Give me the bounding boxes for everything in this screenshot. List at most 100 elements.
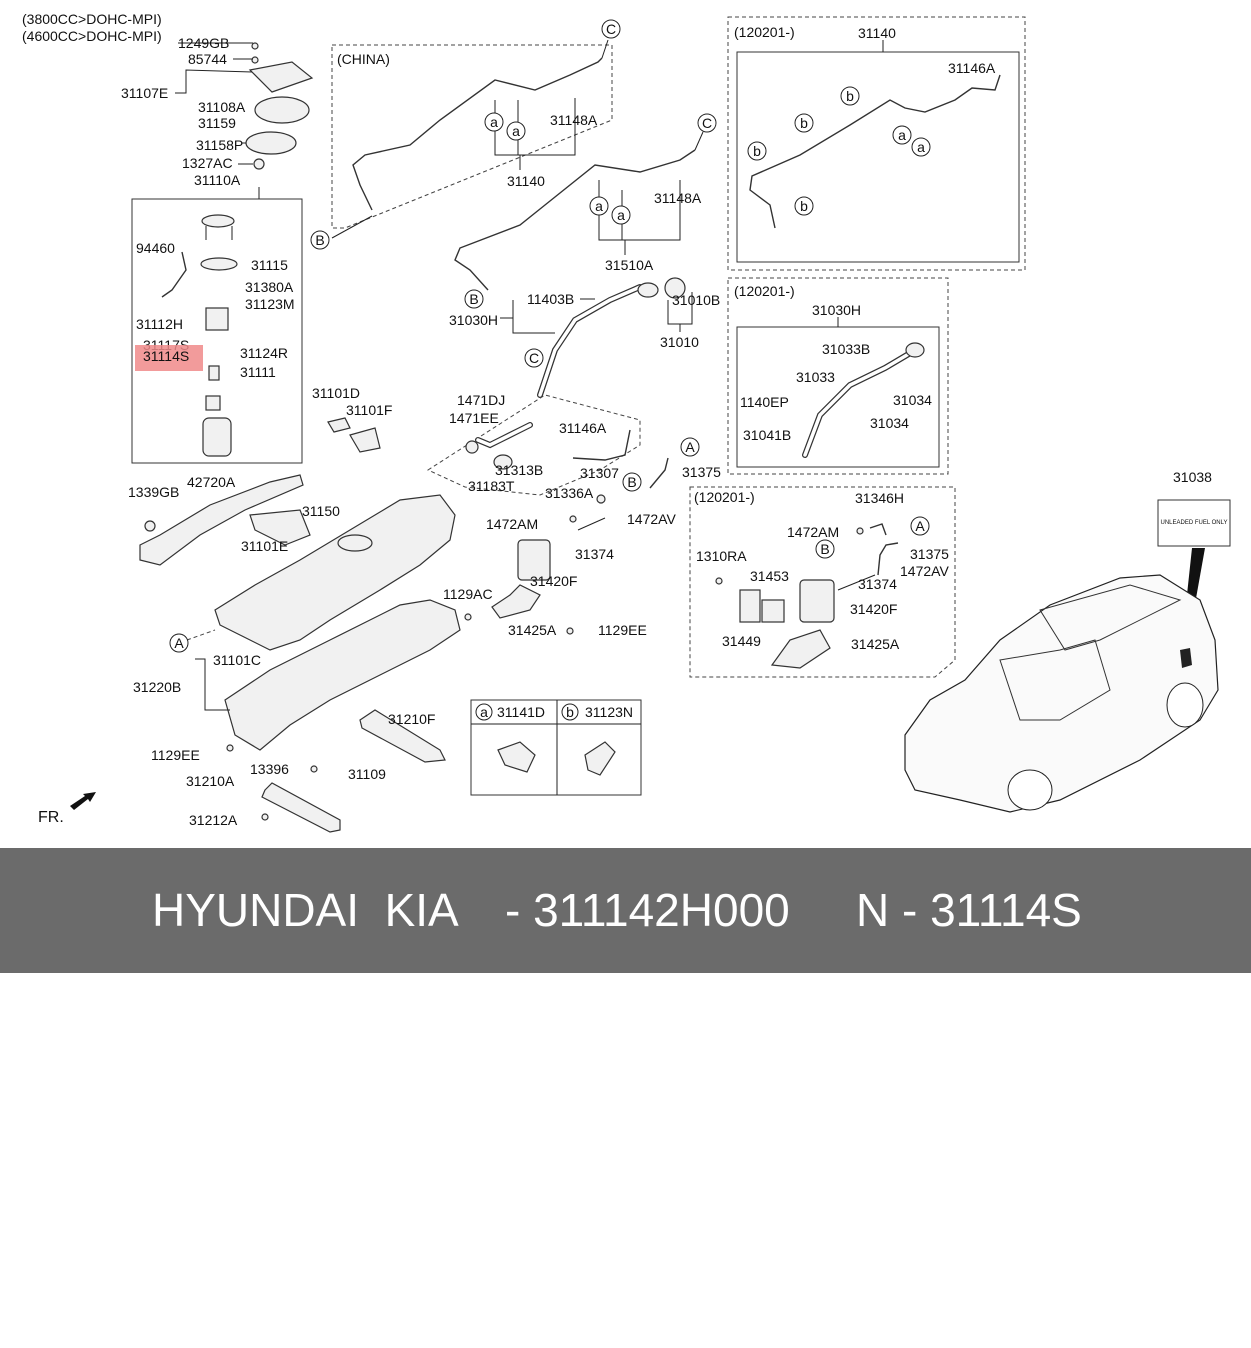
part-31425a-120201: 31425A [851,636,900,652]
svg-text:C: C [529,350,539,366]
footer-brand: HYUNDAI KIA [152,884,459,936]
marker-a-china-1 [484,112,504,132]
china-frame [331,44,613,229]
part-31307: 31307 [580,465,619,481]
frame-120201-canister-outer [689,486,956,678]
canister-bracket [491,584,541,619]
marker-A-120201 [910,516,930,536]
fuel-cap [664,277,686,299]
part-31115: 31115 [251,257,288,273]
legend-b-marker: b [566,704,574,720]
part-31146a: 31146A [948,60,996,76]
svg-text:b: b [753,143,761,159]
part-31140-china: 31140 [507,173,545,189]
part-1129ac: 1129AC [443,586,493,602]
marker-C-filler [524,348,544,368]
part-31510a: 31510A [605,257,654,273]
part-31110a: 31110A [194,172,241,188]
part-31158p: 31158P [196,137,243,153]
vapor-canister-group [426,394,669,635]
part-1472am: 1472AM [486,516,538,532]
part-31150: 31150 [302,503,340,519]
hose-clamp [465,440,479,454]
suv-roof [1039,584,1182,651]
vapor-hose-31510a [454,149,696,291]
clip-1472am-120201 [856,527,864,535]
svg-text:A: A [915,518,925,534]
washer [251,56,259,64]
part-31108a: 31108A [198,99,246,115]
svg-text:a: a [917,139,925,155]
part-31210f: 31210F [388,711,435,727]
marker-b-3 [747,141,767,161]
part-31374: 31374 [575,546,614,562]
svg-text:a: a [595,198,603,214]
vapor-hose-31375-120201 [877,542,899,576]
fuel-label-text: UNLEADED FUEL ONLY [1160,520,1227,526]
part-31114s: 31114S [143,348,189,364]
bolt-31212a [261,813,269,821]
marker-a-31510a-2 [611,205,631,225]
filler-neck-group [500,277,693,398]
part-31033b: 31033B [822,341,870,357]
nut [253,158,265,170]
pump-canister [202,417,232,457]
marker-C-china [601,19,621,39]
bolt-1310ra [715,577,723,585]
bolt-1129ac [464,613,472,621]
vapor-hose-china [352,57,603,211]
part-31112h: 31112H [136,316,183,332]
marker-a-china-2 [506,121,526,141]
part-31210a: 31210A [186,773,235,789]
frame-label-120201-1: (120201-) [734,24,795,40]
marker-B-120201 [815,539,835,559]
nut-13396 [310,765,318,773]
part-31030h-120201: 31030H [812,302,861,318]
pump-flange [201,214,235,228]
part-1310ra: 1310RA [696,548,747,564]
clip-31123n [584,741,616,776]
fuel-tank-31150 [214,494,456,651]
part-31183t: 31183T [468,478,515,494]
part-31420f-120201: 31420F [850,601,897,617]
part-31220b: 31220B [133,679,181,695]
frame-120201-inner [736,51,1020,263]
pump-spacer [205,395,221,411]
part-31101d: 31101D [312,385,360,401]
svg-text:b: b [800,115,808,131]
part-1472av: 1472AV [627,511,676,527]
part-1140ep: 1140EP [740,394,789,410]
part-31124r: 31124R [240,345,288,361]
part-31010: 31010 [660,334,699,350]
vehicle-illustration [904,574,1219,813]
strap-31210f [359,709,446,763]
svg-text:B: B [820,541,829,557]
skid-plate-31220b [224,599,461,751]
pad-31101d [327,417,351,433]
clip-31141d [497,741,536,773]
svg-text:B: B [315,232,324,248]
svg-text:C: C [702,115,712,131]
part-1129ee-tank: 1129EE [151,747,200,763]
marker-b-1 [840,86,860,106]
part-31041b: 31041B [743,427,791,443]
frame-label-china: (CHINA) [337,51,390,67]
frame-120201-filler [727,277,949,475]
hose-clip [569,515,577,523]
pump-cover-plate [248,61,314,93]
part-31375: 31375 [682,464,721,480]
bolt-1129ee [566,627,574,635]
part-11403b: 11403B [527,291,574,307]
part-1249gb: 1249GB [178,35,229,51]
legend-a-marker: a [480,704,488,720]
fuel-tank-group [139,474,461,833]
vapor-valve [596,494,606,504]
suv-body [904,574,1219,813]
marker-a-120201-1 [892,125,912,145]
svg-text:a: a [617,207,625,223]
frame-120201-canister [689,486,956,678]
part-31111: 31111 [240,364,276,380]
part-31374-120201: 31374 [858,576,897,592]
part-31101f: 31101F [346,402,392,418]
part-31038: 31038 [1173,469,1212,485]
